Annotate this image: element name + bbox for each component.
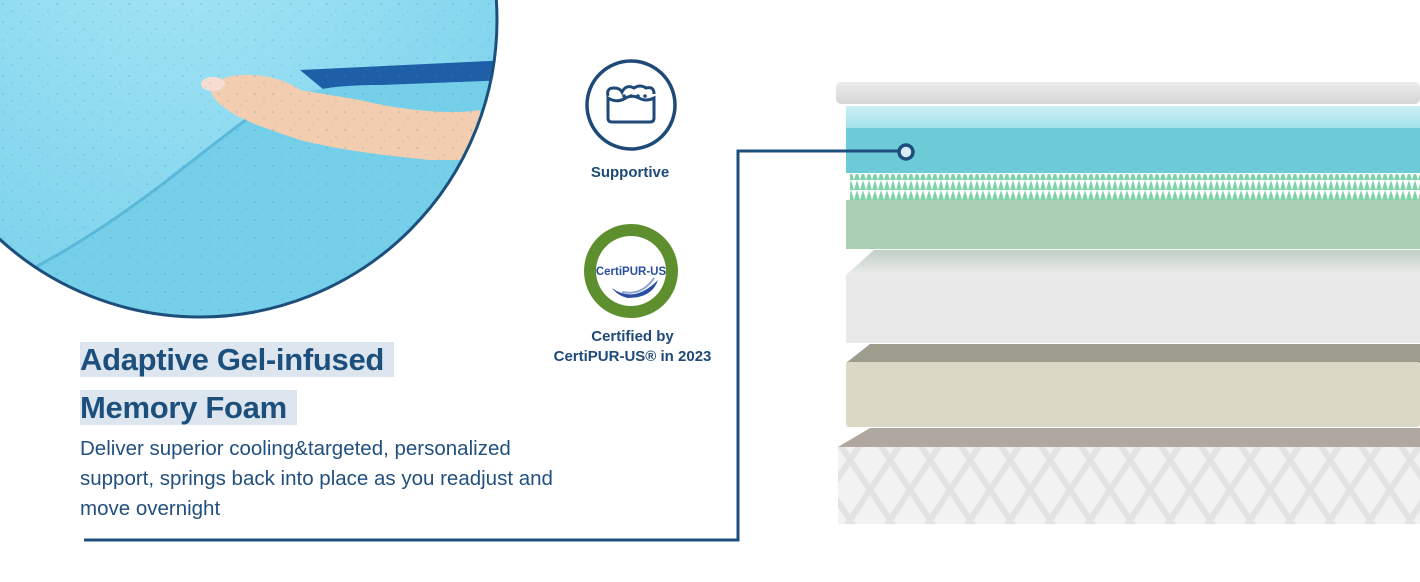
cover-layer	[836, 82, 1420, 104]
base-layer-top	[838, 428, 1420, 447]
headline-text-2: Memory Foam	[80, 390, 297, 425]
cert-label-line2: CertiPUR-US® in 2023	[553, 348, 712, 365]
gel-foam-photo	[0, 0, 499, 319]
egg-crate-foam-layer	[846, 200, 1420, 249]
certipur-us-logo: CertiPUR-US	[584, 224, 678, 318]
cert-label-line1: Certified by	[591, 328, 674, 345]
mattress-layers-illustration	[836, 82, 1420, 524]
gel-memory-foam-layer	[846, 128, 1420, 173]
base-layer-pattern	[838, 447, 1420, 524]
egg-crate-ribs	[850, 174, 1420, 204]
certipur-brand-text: CertiPUR-US	[596, 266, 667, 278]
gel-memory-foam-layer-top	[846, 106, 1420, 130]
description-text: Deliver superior cooling&targeted, perso…	[80, 437, 553, 520]
headline-line-1: Adaptive Gel-infused	[80, 341, 395, 379]
white-foam-layer-top	[846, 250, 1420, 275]
headline-line-2: Memory Foam	[80, 389, 297, 427]
supportive-foam-icon	[585, 59, 677, 151]
beige-foam-layer-top	[846, 344, 1420, 363]
headline-text-1: Adaptive Gel-infused	[80, 342, 395, 377]
feature-label-supportive: Supportive	[590, 164, 670, 181]
beige-foam-layer	[846, 362, 1420, 427]
white-foam-layer	[846, 275, 1420, 343]
feature-label-certified: Certified by CertiPUR-US® in 2023	[540, 327, 725, 367]
